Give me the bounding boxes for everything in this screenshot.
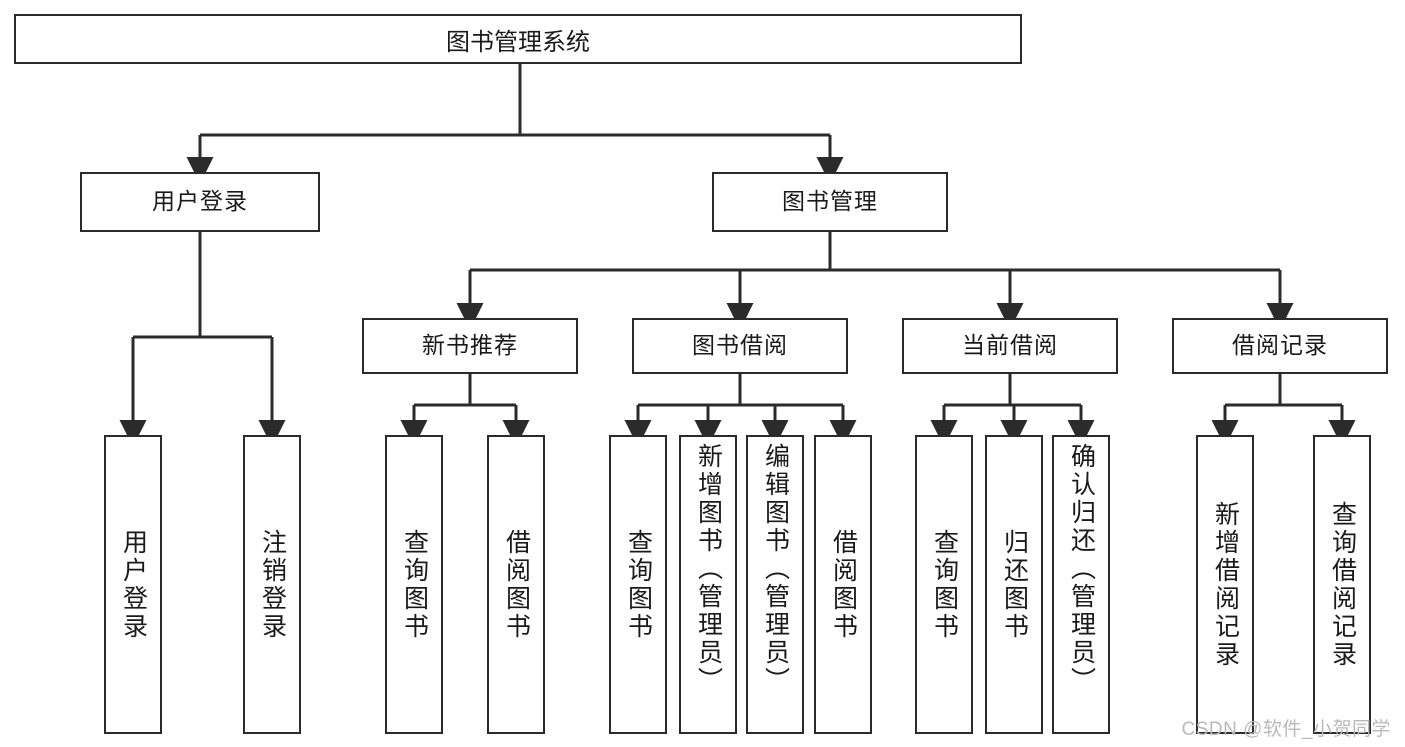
node-label: 注销登录: [258, 528, 287, 641]
node-leaf-查询图书[interactable]: 查询图书: [385, 435, 443, 734]
node-label: 用户登录: [152, 188, 248, 215]
node-leaf-编辑图书管理员[interactable]: 编辑图书（管理员）: [746, 435, 804, 734]
node-leaf-新增图书管理员[interactable]: 新增图书（管理员）: [679, 435, 737, 734]
node-label: 查询图书: [400, 528, 429, 641]
node-tier3-当前借阅[interactable]: 当前借阅: [902, 318, 1118, 374]
node-tier2-用户登录[interactable]: 用户登录: [80, 172, 320, 232]
node-label: 借阅记录: [1232, 332, 1328, 359]
node-tier3-借阅记录[interactable]: 借阅记录: [1172, 318, 1388, 374]
node-label: 用户登录: [119, 528, 148, 641]
node-label: 查询图书: [624, 528, 653, 641]
node-tier2-图书管理[interactable]: 图书管理: [712, 172, 948, 232]
node-label: 新书推荐: [422, 332, 518, 359]
node-leaf-借阅图书[interactable]: 借阅图书: [814, 435, 872, 734]
node-root[interactable]: 图书管理系统: [14, 14, 1022, 64]
node-leaf-查询图书[interactable]: 查询图书: [609, 435, 667, 734]
node-label: 归还图书: [1000, 528, 1029, 641]
node-root-label: 图书管理系统: [446, 28, 590, 56]
node-label: 当前借阅: [962, 332, 1058, 359]
node-leaf-确认归还管理员[interactable]: 确认归还（管理员）: [1052, 435, 1110, 734]
node-label: 新增图书（管理员）: [694, 443, 723, 695]
node-leaf-归还图书[interactable]: 归还图书: [985, 435, 1043, 734]
node-leaf-查询图书[interactable]: 查询图书: [915, 435, 973, 734]
node-label: 新增借阅记录: [1211, 500, 1240, 669]
node-label: 查询借阅记录: [1328, 500, 1357, 669]
node-leaf-查询借阅记录[interactable]: 查询借阅记录: [1313, 435, 1371, 734]
node-label: 借阅图书: [502, 528, 531, 641]
node-leaf-新增借阅记录[interactable]: 新增借阅记录: [1196, 435, 1254, 734]
node-leaf-用户登录[interactable]: 用户登录: [104, 435, 162, 734]
node-label: 编辑图书（管理员）: [761, 443, 790, 695]
node-label: 确认归还（管理员）: [1067, 443, 1096, 695]
node-label: 查询图书: [930, 528, 959, 641]
node-leaf-注销登录[interactable]: 注销登录: [243, 435, 301, 734]
node-tier3-图书借阅[interactable]: 图书借阅: [632, 318, 848, 374]
node-label: 图书管理: [782, 188, 878, 215]
node-label: 图书借阅: [692, 332, 788, 359]
node-label: 借阅图书: [829, 528, 858, 641]
node-tier3-新书推荐[interactable]: 新书推荐: [362, 318, 578, 374]
watermark: CSDN @软件_小贺同学: [1181, 719, 1391, 740]
node-leaf-借阅图书[interactable]: 借阅图书: [487, 435, 545, 734]
